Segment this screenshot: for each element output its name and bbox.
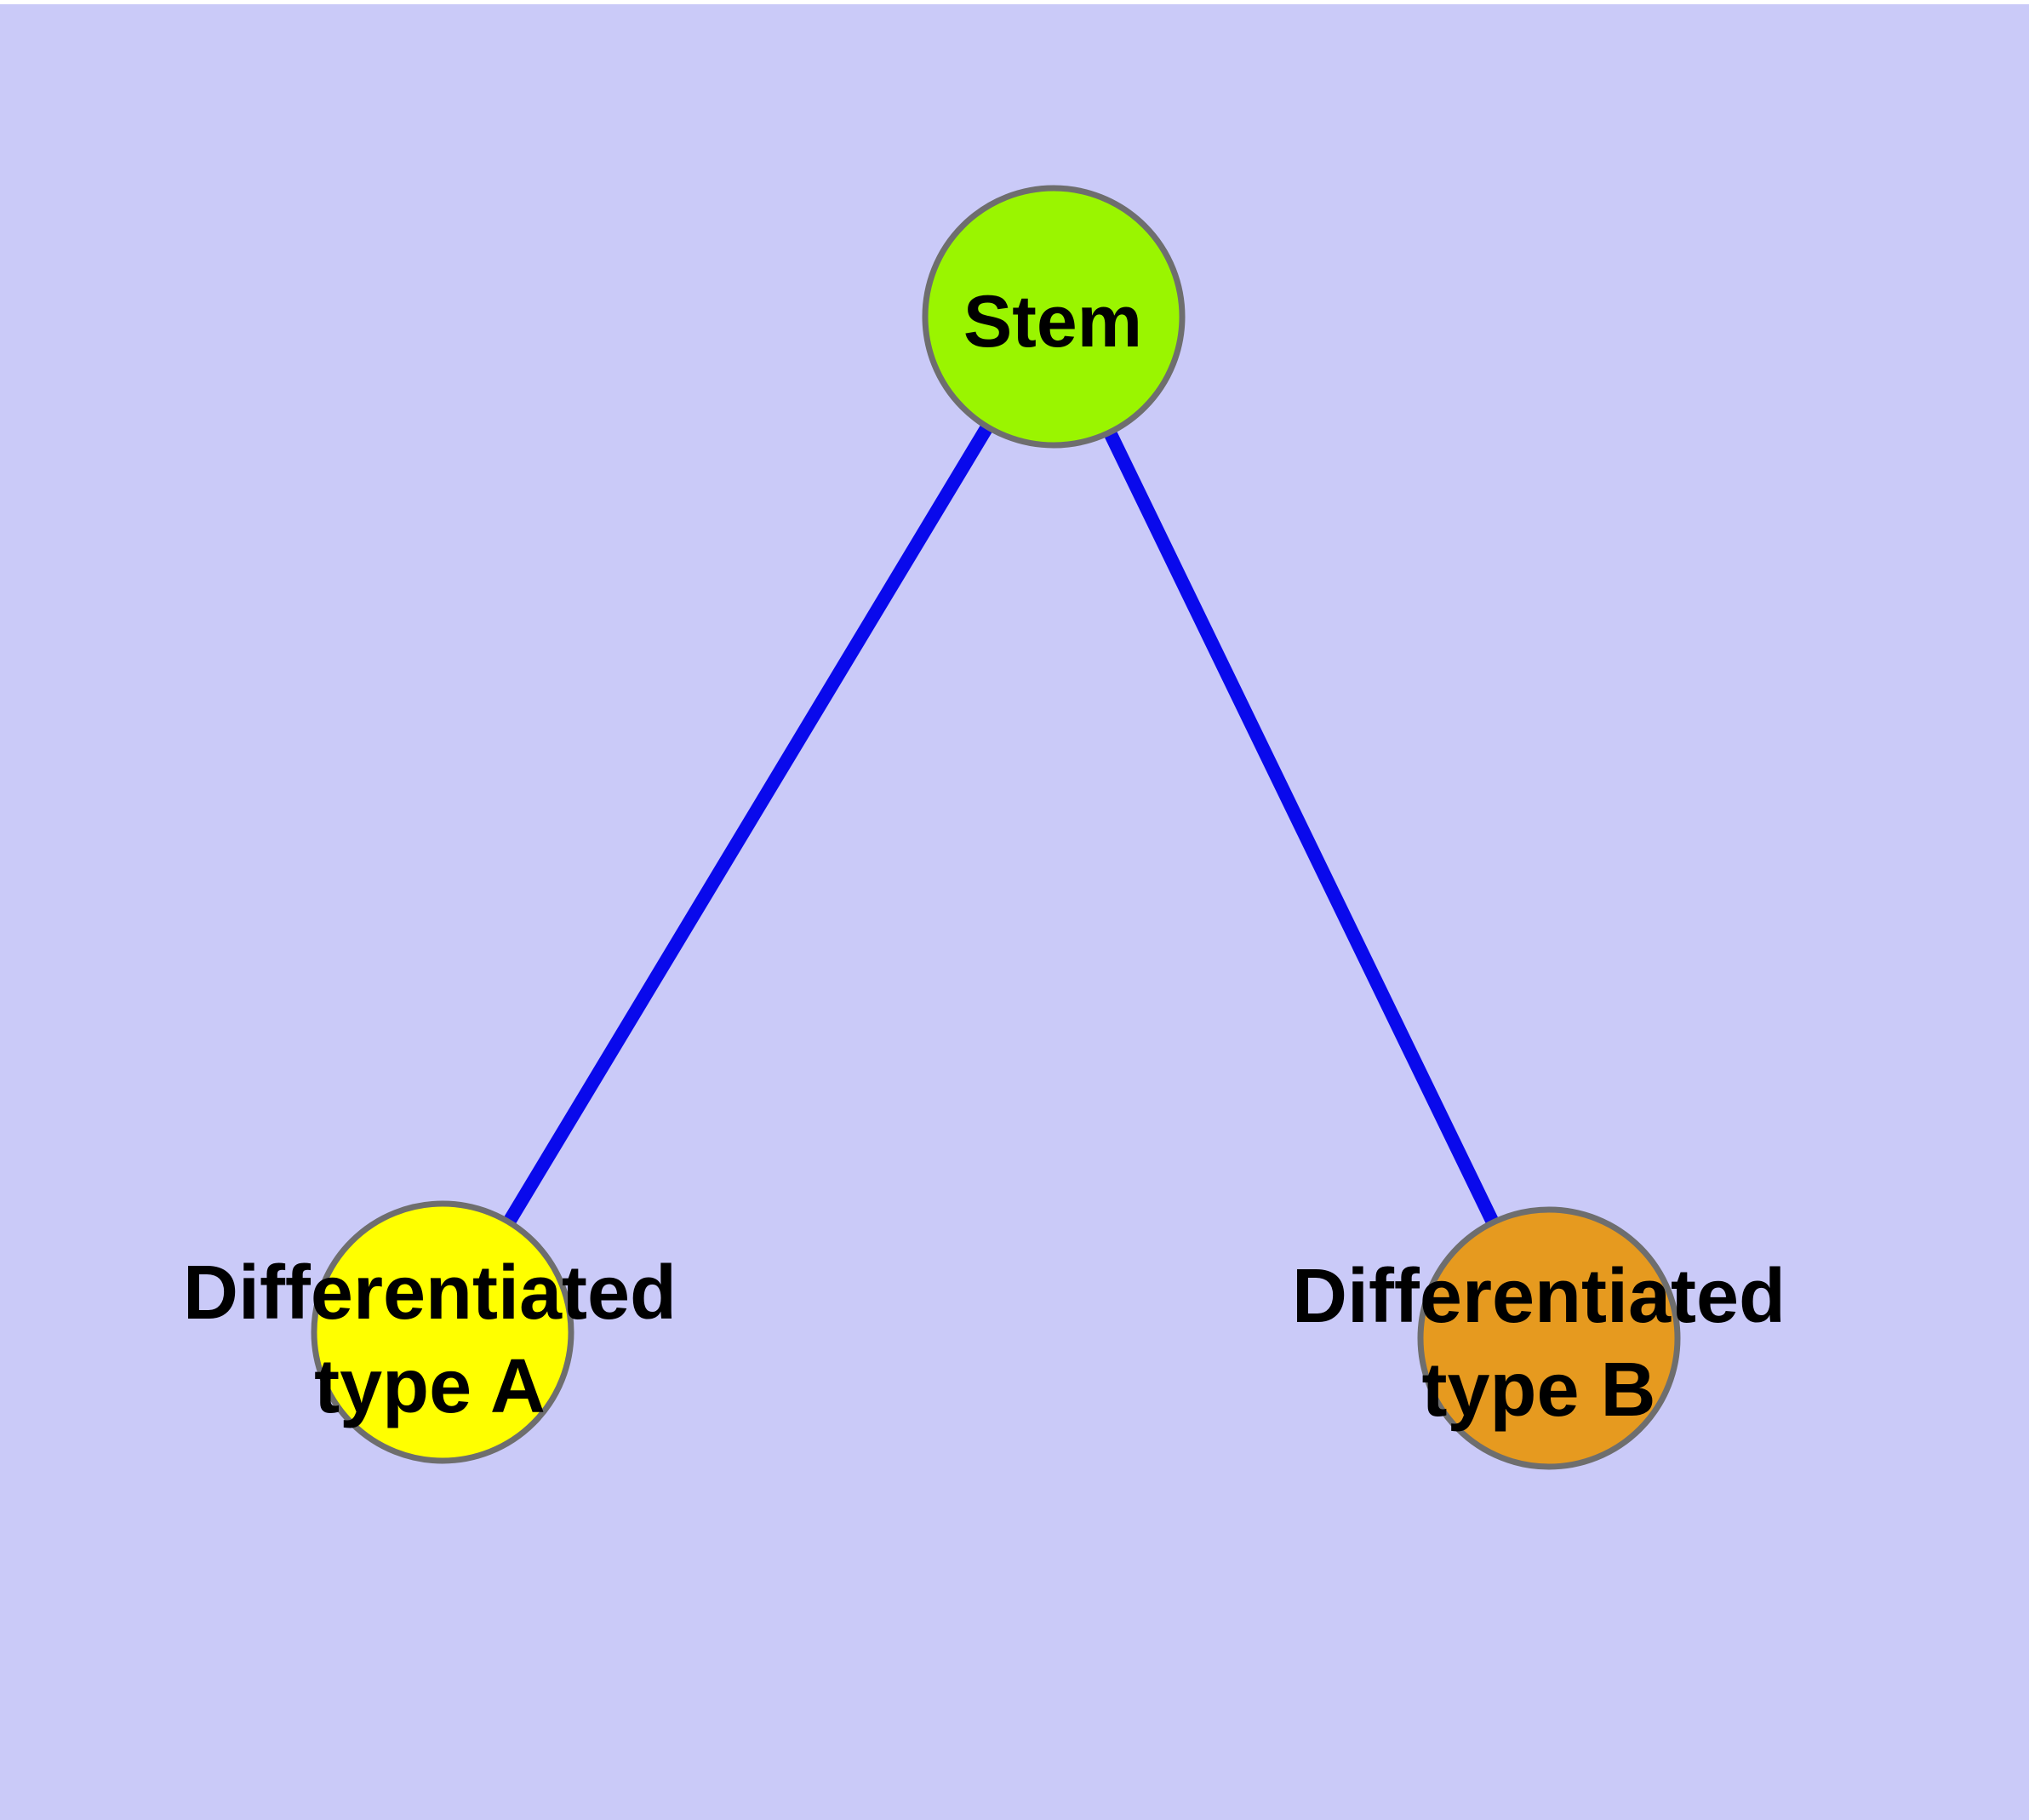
node-type-a-label-line2: type A: [314, 1344, 546, 1429]
edge-stem-to-type-a: [437, 312, 1060, 1336]
node-type-b-circle: [1417, 1206, 1681, 1470]
node-stem-label: Stem: [963, 281, 1142, 363]
node-type-a-circle: [311, 1200, 574, 1464]
node-stem-circle: [922, 185, 1186, 449]
node-type-b-label-line2: type B: [1421, 1348, 1655, 1433]
edge-stem-to-type-b: [1047, 313, 1556, 1342]
node-type-a-label-line1: Differentiated: [183, 1251, 677, 1336]
node-type-b-label-line1: Differentiated: [1292, 1254, 1786, 1339]
